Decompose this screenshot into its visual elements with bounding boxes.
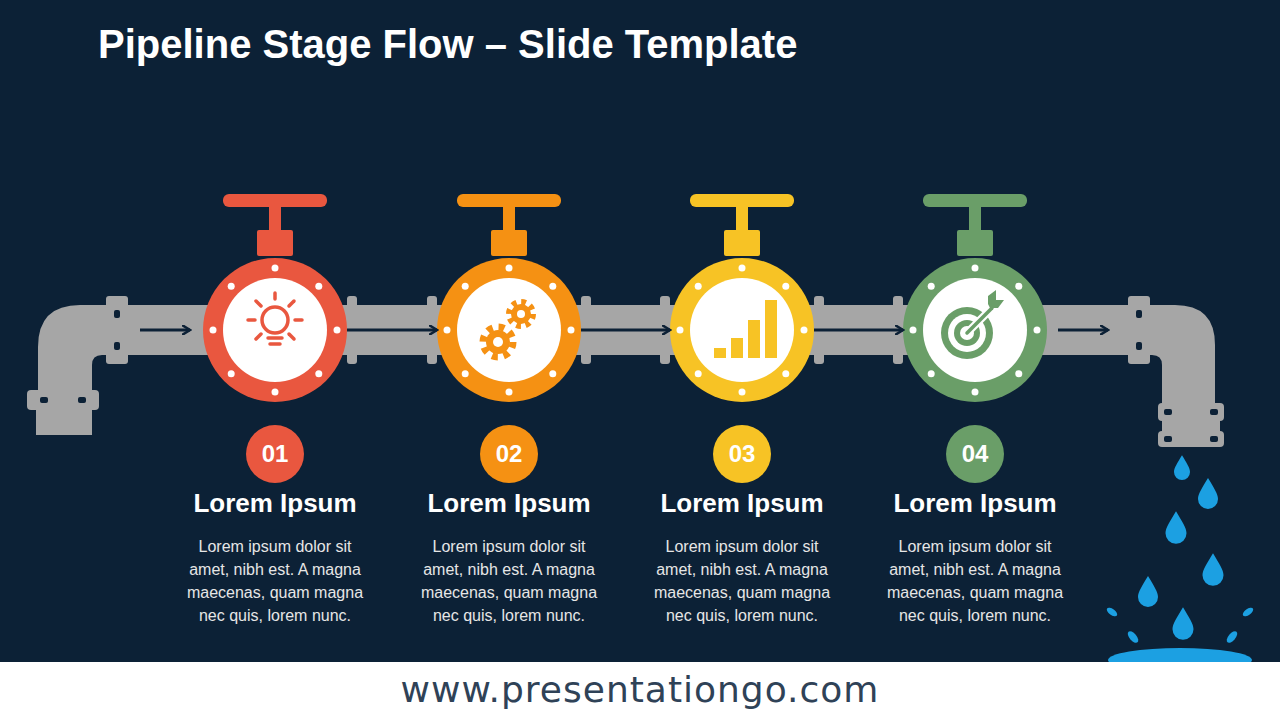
stage-description: Lorem ipsum dolor sit amet, nibh est. A …: [647, 535, 837, 627]
valve: [203, 194, 347, 402]
step-number: 03: [713, 425, 771, 483]
water-drops: [1105, 455, 1254, 672]
target-icon: [941, 290, 1004, 359]
stage-description: Lorem ipsum dolor sit amet, nibh est. A …: [880, 535, 1070, 627]
flange-bolts: [40, 310, 120, 403]
flow-arrow: [1058, 329, 1108, 332]
valve-stage: 02Lorem IpsumLorem ipsum dolor sit amet,…: [437, 258, 581, 402]
slide-title: Pipeline Stage Flow – Slide Template: [98, 22, 797, 67]
left-elbow-pipe: [27, 296, 210, 435]
bulb-icon: [248, 293, 302, 344]
flow-arrow: [814, 329, 903, 332]
step-number: 04: [946, 425, 1004, 483]
stage-heading: Lorem Ipsum: [155, 488, 395, 518]
valve-stage: 01Lorem IpsumLorem ipsum dolor sit amet,…: [203, 258, 347, 402]
bar-chart-icon: [714, 300, 777, 358]
step-number: 02: [480, 425, 538, 483]
stage-heading: Lorem Ipsum: [622, 488, 862, 518]
flow-arrow: [581, 329, 670, 332]
flow-arrow: [347, 329, 437, 332]
stage-heading: Lorem Ipsum: [855, 488, 1095, 518]
stage-description: Lorem ipsum dolor sit amet, nibh est. A …: [180, 535, 370, 627]
stage-heading: Lorem Ipsum: [389, 488, 629, 518]
valve: [437, 194, 581, 402]
footer-url: www.presentationgo.com: [0, 662, 1280, 720]
step-number: 01: [246, 425, 304, 483]
valve: [670, 194, 814, 402]
flange-bolts: [1136, 310, 1218, 442]
flow-arrow: [140, 329, 190, 332]
gears-icon: [483, 302, 533, 357]
connecting-pipes: [340, 296, 911, 364]
valve-stage: 04Lorem IpsumLorem ipsum dolor sit amet,…: [903, 258, 1047, 402]
valve-stage: 03Lorem IpsumLorem ipsum dolor sit amet,…: [670, 258, 814, 402]
footer-band: [0, 662, 1280, 720]
valve: [903, 194, 1047, 402]
right-elbow-pipe: [1040, 296, 1224, 447]
stage-description: Lorem ipsum dolor sit amet, nibh est. A …: [414, 535, 604, 627]
